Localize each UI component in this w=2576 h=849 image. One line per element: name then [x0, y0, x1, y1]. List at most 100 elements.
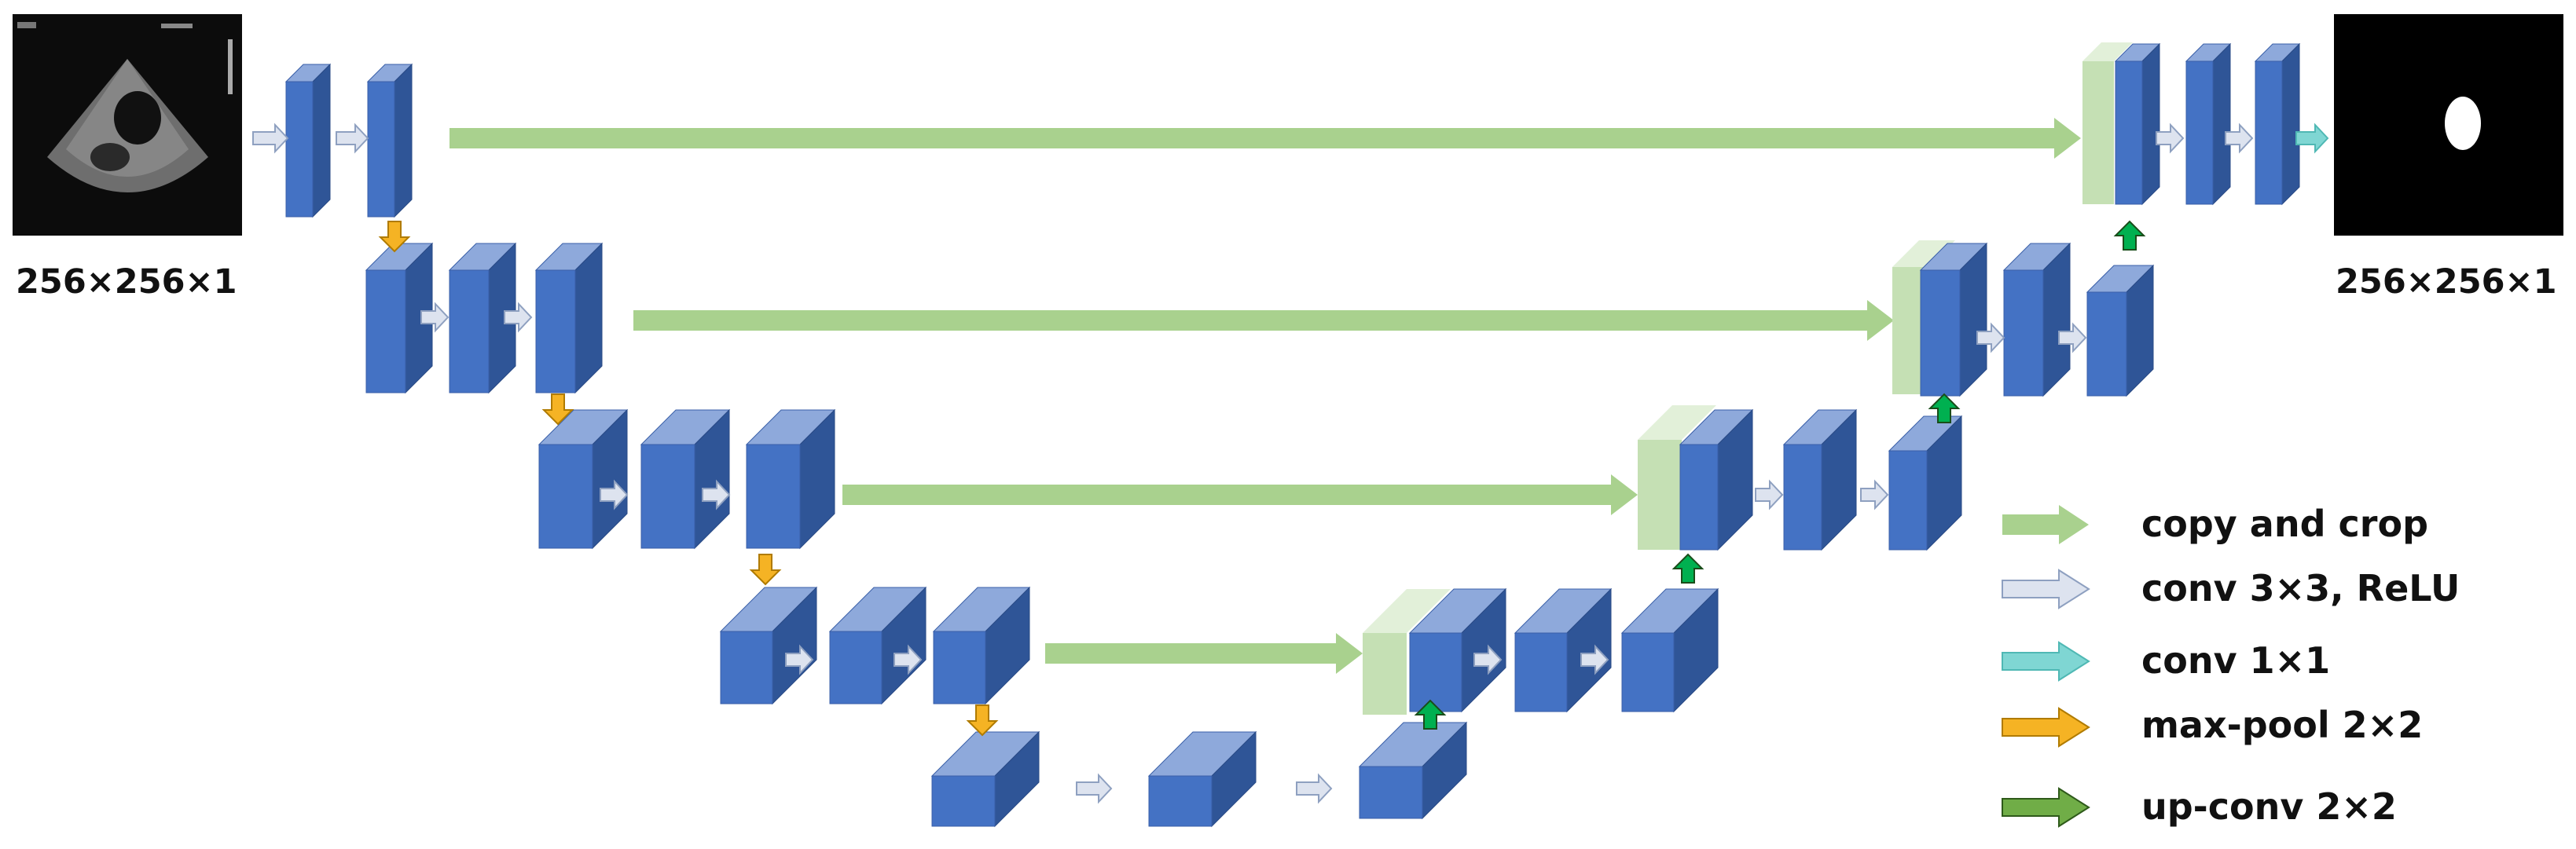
encoder-l1-block-2 [366, 63, 413, 218]
encoder-l1-block-1 [284, 63, 332, 218]
block-side-face [574, 242, 603, 394]
legend-upconv-arrow [2002, 787, 2090, 828]
max-pool-arrow-2 [541, 393, 574, 426]
encoder-l4-block-1 [719, 586, 818, 705]
copy-crop-arrow-level-3 [842, 474, 1638, 515]
block-front-face [2185, 60, 2214, 205]
max-pool-arrow-4 [966, 704, 999, 737]
decoder-l1-copy-block [2082, 42, 2133, 204]
block-front-face [1679, 444, 1719, 551]
block-front-face [1783, 444, 1822, 551]
decoder-l1-block-1 [2114, 42, 2161, 206]
decoder-l3-copy-block [1638, 405, 1716, 550]
block-front-face [2255, 60, 2283, 205]
block-front-face [1920, 269, 1961, 397]
block-front-face [538, 444, 593, 549]
block-front-face [1621, 632, 1675, 712]
up-conv-arrow-3 [1928, 393, 1961, 423]
block-front-face [367, 81, 395, 218]
conv-arrow-dec3a [1755, 479, 1784, 510]
max-pool-arrow-1 [378, 221, 411, 253]
block-front-face [285, 81, 314, 218]
copy-block-top-face [1892, 240, 1955, 267]
conv-arrow-enc3b [702, 479, 731, 510]
block-side-face [2212, 42, 2231, 206]
legend-conv3-label: conv 3×3, ReLU [2141, 567, 2460, 609]
conv-arrow-dec4a [1473, 644, 1503, 675]
legend-upconv-label: up-conv 2×2 [2141, 785, 2397, 828]
decoder-l3-block-1 [1679, 408, 1754, 551]
block-front-face [933, 631, 986, 704]
decoder-l4-block-3 [1620, 587, 1719, 713]
conv-arrow-dec1a [2156, 123, 2185, 154]
block-side-face [2281, 42, 2300, 206]
copy-block-front-face [1638, 440, 1682, 550]
conv-arrow-enc2b [504, 302, 533, 333]
encoder-l4-block-2 [828, 586, 927, 705]
legend-conv1-label: conv 1×1 [2141, 639, 2331, 682]
encoder-l2-block-2 [448, 242, 517, 394]
copy-block-top-face [1638, 405, 1716, 440]
conv-arrow-enc4b [894, 644, 923, 675]
block-front-face [720, 631, 773, 704]
copy-block-front-face [2082, 61, 2114, 204]
encoder-l3-block-1 [538, 408, 629, 550]
legend-conv3-arrow [2002, 569, 2090, 609]
decoder-l3-block-2 [1782, 408, 1858, 551]
block-front-face [365, 269, 406, 393]
conv-arrow-dec2a [1976, 322, 2005, 353]
conv-arrow-enc3a [600, 479, 629, 510]
conv-arrow-dec4b [1580, 644, 1609, 675]
copy-crop-arrow-level-4 [1045, 633, 1363, 674]
decoder-l4-block-2 [1514, 587, 1613, 713]
bottleneck-block-2 [1147, 730, 1257, 828]
up-conv-arrow-1 [1414, 699, 1447, 730]
conv-arrow-enc4a [785, 644, 814, 675]
decoder-l3-upconv-block [1888, 415, 1963, 551]
conv-arrow-enc1 [336, 123, 369, 154]
block-front-face [931, 775, 996, 827]
decoder-l2-upconv-block [2086, 264, 2155, 397]
conv-arrow-bottleneck-a [1076, 773, 1113, 804]
block-front-face [640, 444, 695, 549]
input-ultrasound-image [13, 14, 242, 236]
conv-arrow-dec2b [2058, 322, 2087, 353]
block-front-face [1359, 766, 1423, 819]
legend-copy-arrow [2002, 505, 2089, 544]
block-side-face [394, 63, 413, 218]
block-side-face [1959, 242, 1987, 397]
decoder-l4-copy-block [1363, 589, 1451, 715]
block-front-face [2003, 269, 2044, 397]
conv-arrow-enc2a [420, 302, 450, 333]
block-front-face [2086, 291, 2127, 397]
conv-arrow-dec3b [1860, 479, 1889, 510]
encoder-l3-block-2 [640, 408, 731, 550]
decoder-l1-block-2 [2185, 42, 2232, 206]
input-size-label: 256×256×1 [16, 262, 237, 302]
copy-block-top-face [2082, 42, 2133, 61]
output-segmentation-mask [2334, 14, 2563, 236]
output-size-label: 256×256×1 [2336, 262, 2557, 302]
copy-block-front-face [1363, 633, 1407, 715]
encoder-l2-block-1 [365, 242, 434, 394]
block-side-face [2141, 42, 2160, 206]
max-pool-arrow-3 [749, 554, 782, 586]
copy-crop-arrow-level-1 [450, 118, 2081, 159]
decoder-l2-block-2 [2002, 242, 2071, 397]
up-conv-arrow-2 [1671, 553, 1704, 584]
encoder-l3-block-3b [745, 408, 836, 550]
legend-conv1-arrow [2002, 641, 2090, 682]
conv1x1-arrow [2295, 123, 2329, 154]
block-side-face [312, 63, 331, 218]
block-front-face [2115, 60, 2143, 205]
block-side-face [2042, 242, 2071, 397]
conv-arrow-input [252, 123, 289, 154]
block-front-face [1514, 632, 1568, 712]
block-front-face [1409, 632, 1462, 712]
block-front-face [449, 269, 490, 393]
decoder-l1-block-3 [2254, 42, 2301, 206]
conv-arrow-bottleneck-b [1296, 773, 1333, 804]
encoder-l4-block-3 [932, 586, 1031, 705]
up-conv-arrow-4 [2113, 220, 2146, 251]
